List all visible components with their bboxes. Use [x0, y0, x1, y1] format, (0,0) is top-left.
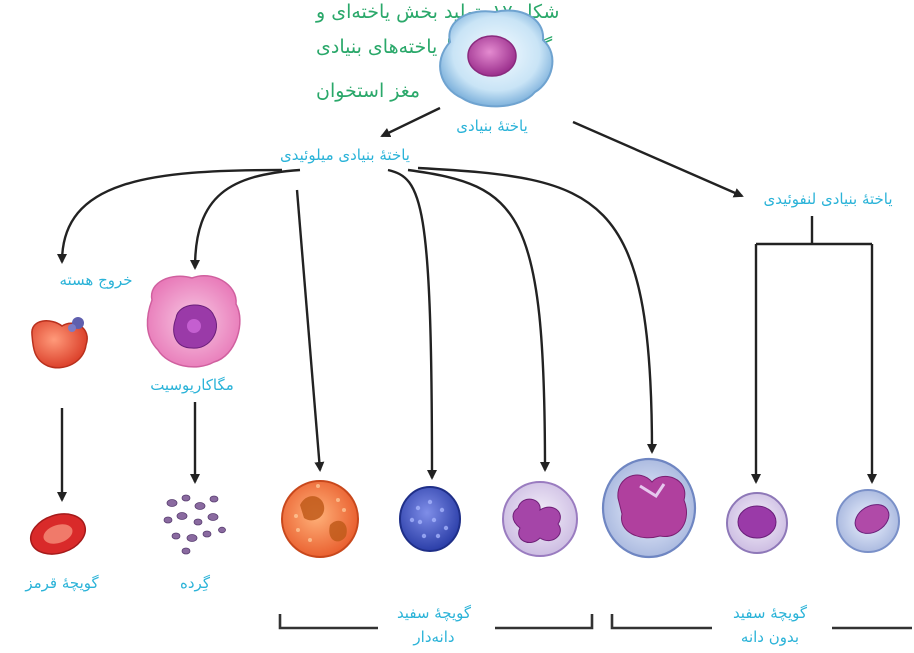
- arrow-to-eosinophil: [297, 190, 320, 470]
- megakaryocyte-illustration: [147, 276, 239, 367]
- arrow-stem-to-myeloid: [382, 108, 440, 136]
- eosinophil-illustration: [282, 481, 358, 557]
- label-megakaryocyte: مگاکاریوسیت: [150, 376, 234, 394]
- label-lymphoid-stem: یاختهٔ بنیادی لنفوئیدی: [763, 190, 892, 208]
- label-stem-cell: یاختهٔ بنیادی: [456, 117, 528, 135]
- label-agranular-line-2: بدون دانه: [741, 628, 799, 646]
- label-platelets: گِرده: [180, 574, 211, 592]
- label-red-cell: گویچهٔ قرمز: [24, 574, 99, 592]
- arrow-to-neutrophil: [408, 170, 545, 470]
- arrow-to-monocyte: [418, 168, 652, 452]
- neutrophil-illustration: [503, 482, 577, 556]
- arrow-stem-to-lymphoid: [573, 122, 742, 196]
- basophil-illustration: [400, 487, 460, 551]
- lymphoid-branch-arrows: [756, 216, 872, 482]
- label-myeloid-stem: یاختهٔ بنیادی میلوئیدی: [280, 146, 410, 164]
- platelets-illustration: [164, 495, 226, 554]
- monocyte-illustration: [603, 459, 695, 557]
- stem-cell-illustration: [440, 10, 552, 106]
- red-blood-cell-illustration: [25, 507, 90, 560]
- label-granular-line-1: گویچهٔ سفید: [397, 604, 472, 622]
- lymphocyte-1-illustration: [727, 493, 787, 553]
- arrow-to-basophil: [388, 170, 432, 478]
- label-agranular-line-1: گویچهٔ سفید: [733, 604, 808, 622]
- lymphocyte-2-illustration: [837, 490, 899, 552]
- arrow-to-megakaryocyte: [195, 170, 300, 268]
- arrow-to-erythroid: [62, 170, 282, 262]
- caption-line-3: مغز استخوان: [316, 80, 420, 102]
- erythroblast-illustration: [32, 317, 87, 368]
- label-granular-line-2: دانه‌دار: [412, 628, 454, 646]
- label-nucleus-exit: خروج هسته: [59, 271, 132, 290]
